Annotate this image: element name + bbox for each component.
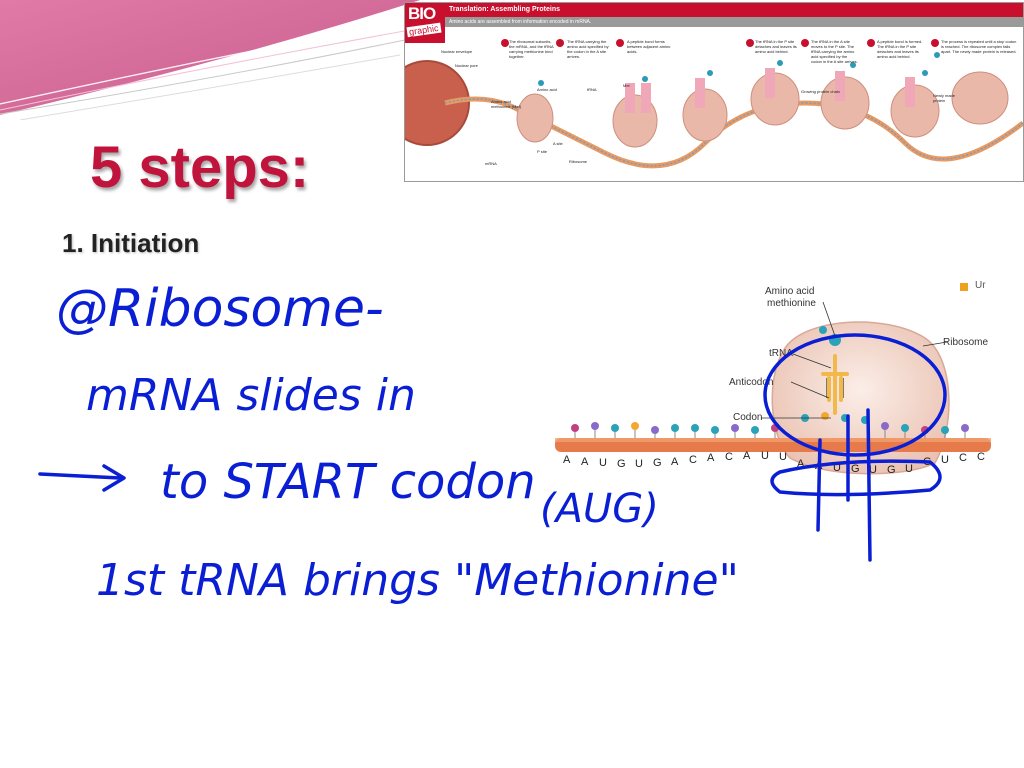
mrna-base: U — [779, 451, 787, 463]
label-methionine: methionine — [767, 298, 816, 309]
mrna-base: A — [743, 450, 751, 462]
ink-line2-text: mRNA slides in — [86, 370, 416, 421]
banner-step-5: The tRNA in the A site moves to the P si… — [811, 39, 858, 64]
legend-label: Ur — [975, 280, 986, 291]
label-ribosome: Ribosome — [569, 159, 588, 164]
label-amino-acid: Amino acid — [537, 87, 557, 92]
mrna-base: U — [869, 464, 877, 476]
mrna-base: G — [851, 463, 860, 475]
label-a-site: A site — [553, 141, 563, 146]
ink-line1-text: @Ribosome- — [56, 279, 384, 339]
banner-step-1: The ribosomal subunits, the mRNA, and th… — [509, 39, 554, 59]
ink-line3-text: to START codon — [160, 454, 536, 510]
label-p-site: P site — [537, 149, 547, 154]
mrna-base: A — [797, 458, 805, 470]
mrna-base: G — [617, 458, 626, 470]
label-met: Met — [623, 83, 630, 88]
label-newly-made: Newly made protein — [933, 93, 956, 103]
logo-bio-text: BIO — [408, 4, 436, 23]
mrna-base: A — [563, 454, 571, 466]
banner-step-2: The tRNA carrying the amino acid specifi… — [567, 39, 609, 59]
mrna-base: C — [959, 452, 967, 464]
mrna-base: U — [761, 450, 769, 462]
mrna-base: G — [887, 464, 896, 476]
ink-circle-ribosome — [763, 333, 947, 457]
mrna-base: U — [599, 457, 607, 469]
banner-subtitle: Amino acids are assembled from informati… — [445, 17, 1023, 27]
step-label: 1. Initiation — [62, 228, 200, 258]
mrna-base: U — [635, 458, 643, 470]
slide-title: 5 steps: — [90, 135, 310, 200]
label-growing-chain: Growing protein chain — [801, 89, 840, 94]
label-nuclear-pore: Nuclear pore — [455, 63, 478, 68]
translation-illustration — [405, 39, 1023, 169]
label-anticodon: Anticodon — [729, 377, 774, 388]
ink-line4-text: 1st tRNA brings "Methionine" — [96, 555, 739, 606]
label-trna: tRNA — [769, 348, 793, 359]
ribosome-diagram: Ur — [555, 278, 991, 514]
label-codon: Codon — [733, 412, 763, 423]
mrna-base: A — [707, 452, 715, 464]
ink-circle-codon — [770, 459, 942, 497]
mrna-base: U — [833, 462, 841, 474]
ink-arrow — [38, 464, 126, 492]
label-nuclear-envelope: Nuclear envelope — [441, 49, 473, 54]
mrna-base: C — [689, 454, 697, 466]
header-band — [0, 0, 1024, 120]
label-trna: tRNA — [587, 87, 597, 92]
label-mrna: mRNA — [485, 161, 497, 166]
mrna-base: A — [671, 456, 679, 468]
ink-line-1 — [816, 438, 822, 532]
banner-step-3: A peptide bond forms between adjacent am… — [627, 39, 671, 54]
translation-banner: BIO graphic Translation: Assembling Prot… — [404, 2, 1024, 182]
biographic-logo: BIO graphic — [405, 3, 445, 43]
label-ribosome: Ribosome — [943, 337, 989, 348]
mrna-base: U — [905, 463, 913, 475]
ink-line-3 — [866, 408, 872, 562]
ink-line3-note: (AUG) — [540, 486, 659, 532]
mrna-base: G — [653, 457, 662, 469]
banner-step-7: The process is repeated until a stop cod… — [941, 39, 1017, 54]
label-amino-acid-met: Amino acid methionine (Met) — [491, 99, 522, 109]
ribosome-illustration — [555, 301, 991, 475]
banner-step-4: The tRNA in the P site detaches and leav… — [755, 39, 797, 54]
banner-step-6: A peptide bond is formed. The tRNA in th… — [877, 39, 923, 59]
mrna-base: C — [977, 451, 985, 463]
mrna-base: A — [581, 456, 589, 468]
label-amino-acid: Amino acid — [765, 286, 815, 297]
mrna-base: U — [941, 454, 949, 466]
banner-title: Translation: Assembling Proteins — [445, 3, 1023, 17]
legend-swatch — [960, 283, 968, 291]
mrna-base: C — [725, 451, 733, 463]
